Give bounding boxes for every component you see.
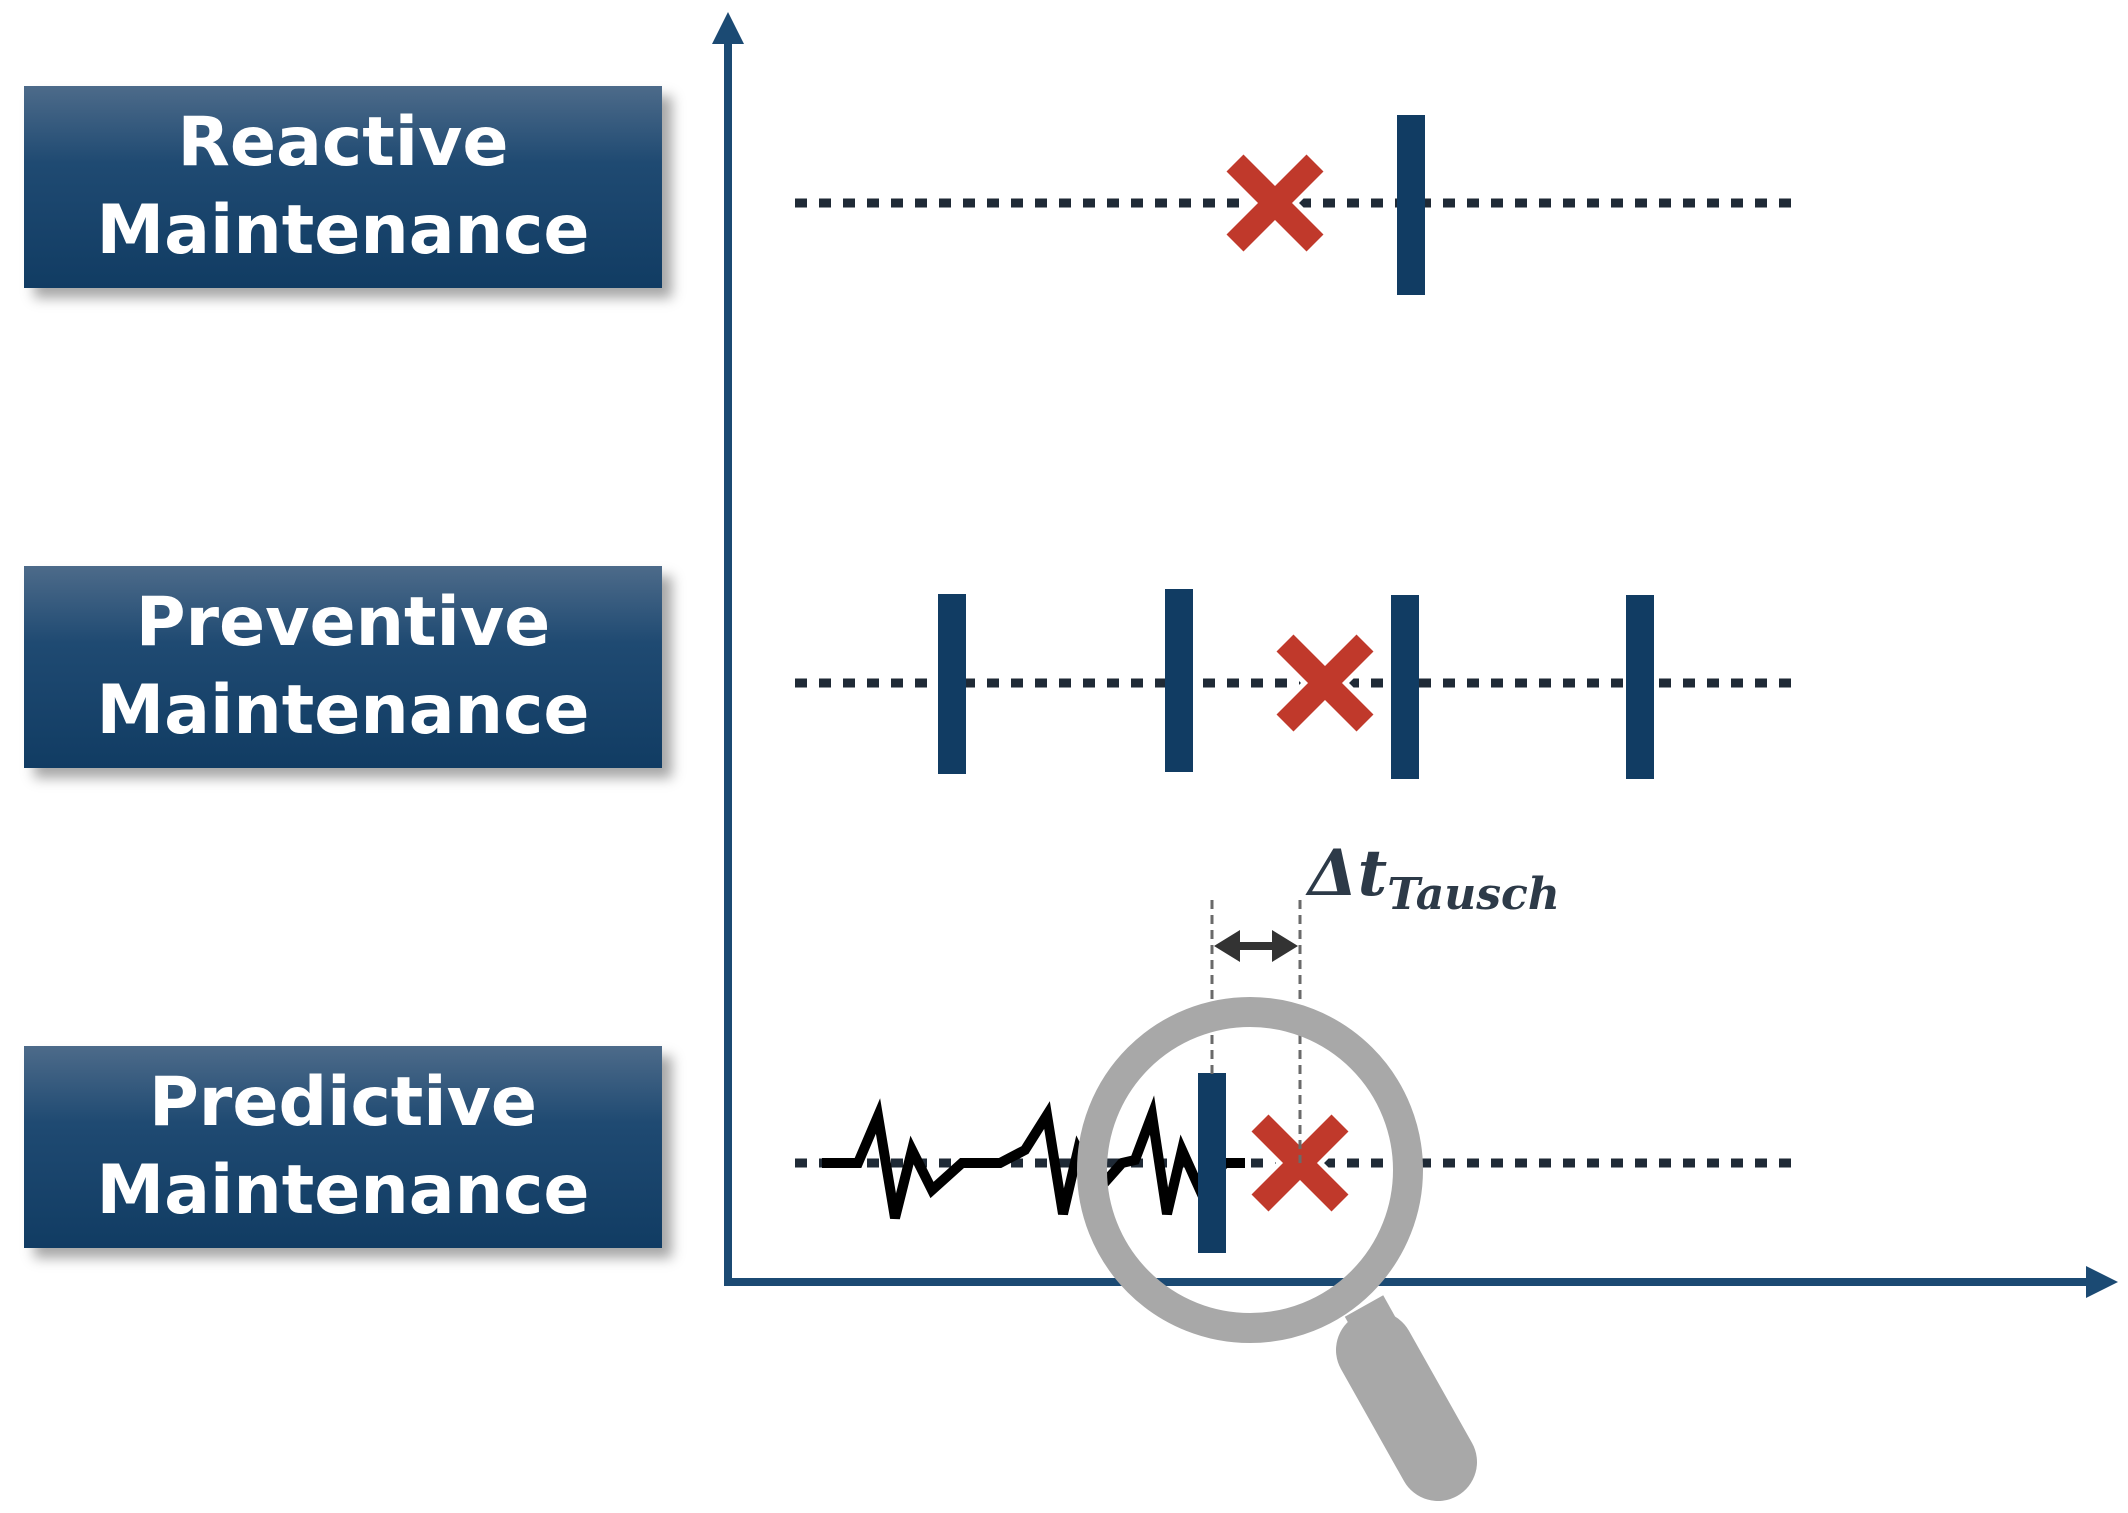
label-preventive-line1: Preventive	[135, 583, 551, 662]
magnifier-icon	[1077, 997, 1477, 1501]
label-reactive-line1: Reactive	[177, 103, 509, 182]
maintenance-marker	[1391, 595, 1419, 779]
maintenance-marker	[1397, 115, 1425, 295]
failure-x-icon	[1222, 150, 1328, 256]
timeline-reactive	[795, 115, 1802, 295]
label-preventive-line2: Maintenance	[96, 671, 590, 750]
delta-t-subscript: Tausch	[1387, 869, 1560, 920]
axes	[712, 12, 2118, 1298]
delta-t-annotation: ΔtTausch	[1210, 836, 1560, 1163]
label-preventive-maintenance: Preventive Maintenance	[24, 566, 662, 768]
failure-x-icon	[1272, 630, 1378, 736]
label-predictive-maintenance: Predictive Maintenance	[24, 1046, 662, 1248]
label-reactive-maintenance: Reactive Maintenance	[24, 86, 662, 288]
label-predictive-line2: Maintenance	[96, 1151, 590, 1230]
sensor-signal-waveform	[822, 1095, 1245, 1220]
maintenance-marker	[1198, 1073, 1226, 1253]
maintenance-marker	[1165, 589, 1193, 772]
maintenance-marker	[938, 594, 966, 774]
delta-t-label: ΔtTausch	[1305, 836, 1560, 920]
delta-t-symbol: Δt	[1305, 836, 1387, 911]
y-axis-arrowhead	[712, 12, 744, 44]
timeline-preventive	[795, 589, 1802, 779]
double-arrow-icon	[1214, 930, 1298, 962]
label-reactive-line2: Maintenance	[96, 191, 590, 270]
maintenance-marker	[1626, 595, 1654, 779]
x-axis-arrowhead	[2086, 1266, 2118, 1298]
label-predictive-line1: Predictive	[148, 1063, 538, 1142]
